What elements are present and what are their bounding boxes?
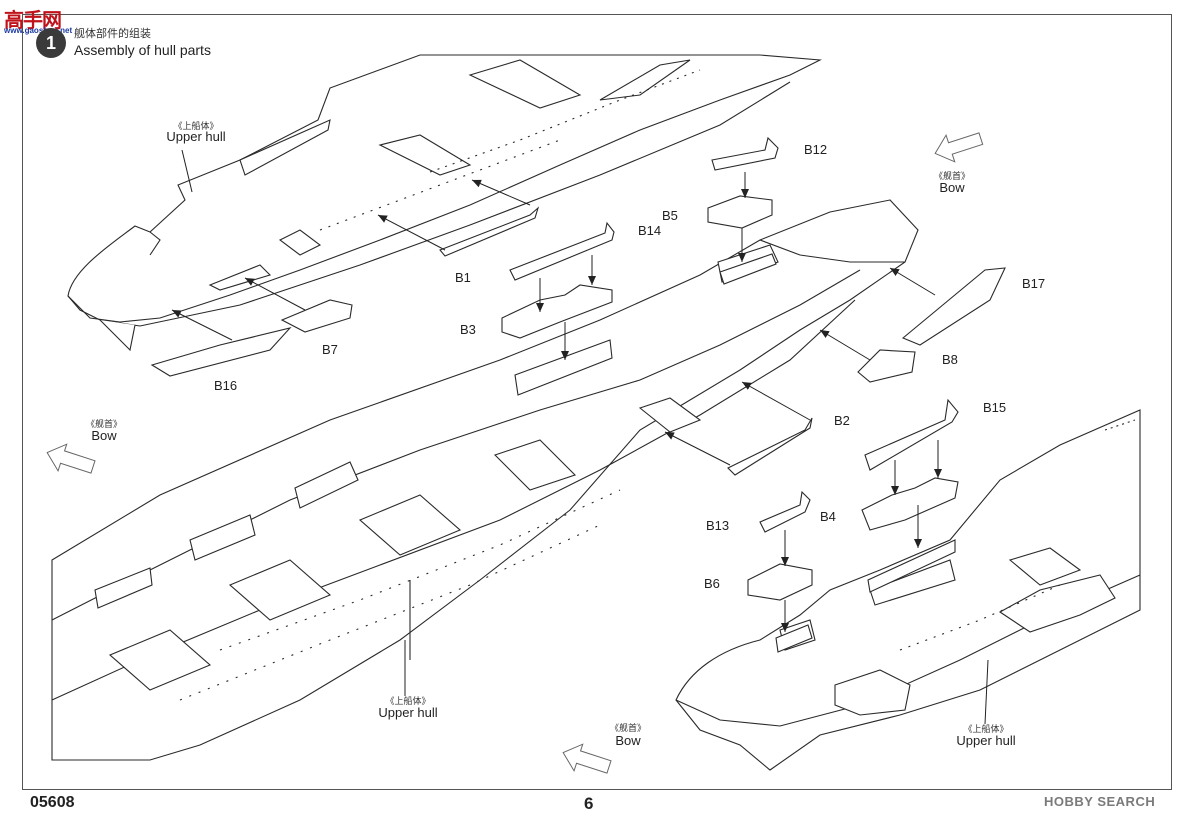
- callout-upper-hull-3-en: Upper hull: [956, 733, 1016, 748]
- part-B4: [861, 477, 959, 531]
- part-B12: [711, 136, 779, 171]
- part-B13: [759, 490, 811, 533]
- part-B1: [439, 206, 540, 257]
- step-number-badge: 1: [36, 28, 66, 58]
- kit-code: 05608: [30, 794, 75, 811]
- callout-upper-hull-1-cn: 《上船体》: [173, 121, 219, 131]
- callout-bow-3-en: Bow: [615, 733, 641, 748]
- part-label-b15: B15: [983, 400, 1007, 415]
- callout-upper-hull-3-cn: 《上船体》: [963, 724, 1009, 734]
- part-label-b6: B6: [704, 576, 720, 591]
- watermark: HOBBY SEARCH: [1044, 794, 1156, 809]
- part-B15: [864, 398, 959, 471]
- part-label-b17: B17: [1022, 276, 1046, 291]
- part-label-b13: B13: [706, 518, 730, 533]
- site-logo: 高手网 www.gaoshou.net: [4, 4, 73, 38]
- callout-upper-hull-2-en: Upper hull: [378, 705, 438, 720]
- part-B17: [901, 267, 1006, 346]
- part-label-b1: B1: [455, 270, 471, 285]
- page-frame: [22, 14, 1172, 790]
- callout-bow-2-en: Bow: [91, 428, 117, 443]
- logo-url: www.gaoshou.net: [4, 26, 73, 35]
- part-label-b8: B8: [942, 352, 958, 367]
- callout-bow-1-en: Bow: [939, 180, 965, 195]
- part-label-b5: B5: [662, 208, 678, 223]
- bow-arrow-left: [46, 443, 96, 474]
- part-insert-hull-b: [867, 539, 956, 593]
- part-label-b2: B2: [834, 413, 850, 428]
- part-label-b4: B4: [820, 509, 836, 524]
- logo-text: 高手网: [4, 10, 62, 32]
- part-B6: [747, 563, 813, 601]
- part-label-b16: B16: [214, 378, 238, 393]
- part-insert-hull-c: [775, 624, 813, 653]
- part-label-b3: B3: [460, 322, 476, 337]
- part-B7: [280, 299, 353, 333]
- part-label-b7: B7: [322, 342, 338, 357]
- upper-hull-top-left: [67, 54, 823, 352]
- part-insert-hull-a: [719, 253, 777, 285]
- callout-bow-2-cn: 《舰首》: [85, 419, 122, 429]
- step-title-en: Assembly of hull parts: [74, 42, 211, 58]
- callout-upper-hull-1-en: Upper hull: [166, 129, 226, 144]
- part-B14: [509, 221, 615, 281]
- callout-bow-1-cn: 《舰首》: [933, 171, 970, 181]
- step-title-cn: 舰体部件的组装: [74, 28, 151, 40]
- bow-arrow-bottom: [562, 743, 612, 774]
- bow-arrow-top-right: [934, 132, 984, 163]
- bow-direction-arrows: [46, 132, 984, 774]
- callout-bow-3-cn: 《舰首》: [609, 723, 646, 733]
- part-B16: [150, 327, 292, 377]
- part-B3: [501, 284, 613, 339]
- part-B8: [857, 349, 916, 383]
- part-label-b12: B12: [804, 142, 828, 157]
- part-label-b14: B14: [638, 223, 662, 238]
- page-number: 6: [584, 794, 594, 813]
- callout-upper-hull-2-cn: 《上船体》: [385, 696, 431, 706]
- part-B2: [727, 417, 813, 476]
- part-B5: [707, 195, 773, 229]
- assembly-arrows: [171, 149, 989, 725]
